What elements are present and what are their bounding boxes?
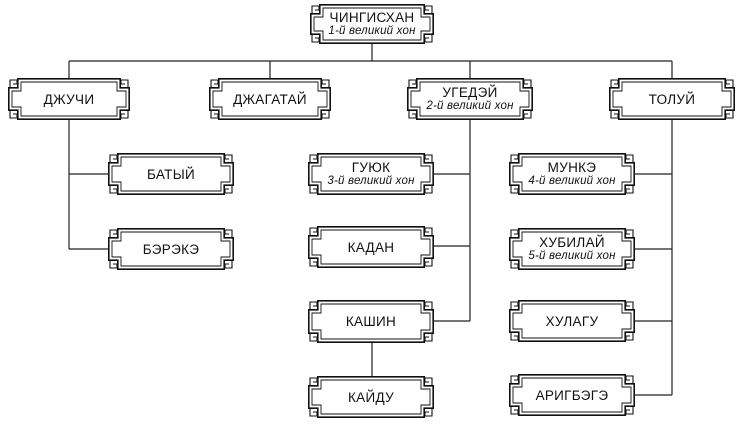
plaque-corner-ornaments — [309, 301, 433, 342]
plaque-frame — [509, 153, 635, 195]
node-name: МУНКЭ — [547, 160, 597, 175]
plaque-frame — [308, 376, 434, 418]
plaque-frame — [308, 153, 434, 195]
node-guyuk: ГУЮК 3-й великий хон — [308, 153, 434, 195]
plaque-frame — [509, 300, 635, 342]
plaque-outer-border — [308, 226, 434, 268]
plaque-outer-border — [308, 300, 434, 343]
plaque-frame — [407, 78, 533, 120]
plaque-inner-border — [410, 81, 530, 117]
node-name: КАЙДУ — [348, 389, 394, 405]
plaque-inner-border — [313, 7, 431, 41]
node-name: ХУЛАГУ — [545, 313, 599, 329]
plaque-inner-border — [11, 81, 127, 117]
plaque-frame — [108, 228, 234, 270]
plaque-frame — [108, 153, 234, 195]
plaque-outer-border — [509, 300, 635, 342]
plaque-outer-border — [509, 153, 635, 195]
node-name: КАДАН — [347, 239, 395, 255]
node-name: БЭРЭКЭ — [142, 241, 200, 257]
plaque-outer-border — [108, 228, 234, 270]
plaque-outer-border — [308, 153, 434, 195]
plaque-corner-ornaments — [510, 301, 634, 341]
node-batu: БАТЫЙ — [108, 153, 234, 195]
node-kashin: КАШИН — [308, 300, 434, 343]
plaque-corner-ornaments — [309, 154, 433, 194]
plaque-outer-border — [509, 374, 635, 416]
node-title: 2-й великий хон — [426, 100, 514, 112]
node-kaidu: КАЙДУ — [308, 376, 434, 418]
plaque-outer-border — [209, 78, 331, 120]
node-ogedei: УГЕДЭЙ 2-й великий хон — [407, 78, 533, 120]
node-name: ХУБИЛАЙ — [539, 235, 605, 250]
plaque-corner-ornaments — [9, 79, 129, 119]
node-tolui: ТОЛУЙ — [609, 78, 735, 120]
plaque-outer-border — [407, 78, 533, 120]
node-name: ГУЮК — [351, 160, 391, 175]
plaque-inner-border — [512, 231, 632, 267]
node-ariq-boke: АРИГБЭГЭ — [509, 374, 635, 416]
plaque-outer-border — [609, 78, 735, 120]
plaque-corner-ornaments — [309, 227, 433, 267]
plaque-inner-border — [311, 303, 431, 340]
plaque-corner-ornaments — [309, 377, 433, 417]
plaque-corner-ornaments — [109, 229, 233, 269]
plaque-inner-border — [612, 81, 732, 117]
plaque-inner-border — [311, 229, 431, 265]
plaque-inner-border — [111, 156, 231, 192]
plaque-inner-border — [512, 303, 632, 339]
node-title: 1-й великий хон — [328, 25, 416, 37]
plaque-inner-border — [512, 156, 632, 192]
node-chagatai: ДЖАГАТАЙ — [209, 78, 331, 120]
node-berke: БЭРЭКЭ — [108, 228, 234, 270]
node-kadan: КАДАН — [308, 226, 434, 268]
plaque-corner-ornaments — [610, 79, 734, 119]
plaque-outer-border — [108, 153, 234, 195]
plaque-corner-ornaments — [510, 229, 634, 269]
node-kublai: ХУБИЛАЙ 5-й великий хон — [509, 228, 635, 270]
node-title: 4-й великий хон — [528, 175, 616, 187]
node-name: КАШИН — [345, 314, 397, 329]
plaque-frame — [308, 226, 434, 268]
plaque-inner-border — [512, 377, 632, 413]
node-jochi: ДЖУЧИ — [8, 78, 130, 120]
plaque-frame — [509, 228, 635, 270]
node-name: ТОЛУЙ — [648, 91, 696, 107]
plaque-corner-ornaments — [109, 154, 233, 194]
plaque-corner-ornaments — [210, 79, 330, 119]
plaque-inner-border — [311, 156, 431, 192]
node-name: УГЕДЭЙ — [442, 85, 498, 100]
plaque-corner-ornaments — [408, 79, 532, 119]
plaque-corner-ornaments — [311, 5, 433, 43]
plaque-inner-border — [212, 81, 328, 117]
plaque-frame — [8, 78, 130, 120]
plaque-frame — [308, 300, 434, 343]
plaque-inner-border — [111, 231, 231, 267]
node-name: БАТЫЙ — [147, 166, 195, 182]
plaque-outer-border — [509, 228, 635, 270]
node-title: 5-й великий хон — [528, 250, 616, 262]
plaque-outer-border — [310, 4, 434, 44]
plaque-corner-ornaments — [510, 375, 634, 415]
node-chinggis-khan: ЧИНГИСХАН 1-й великий хон — [310, 4, 434, 44]
plaque-frame — [209, 78, 331, 120]
plaque-inner-border — [311, 379, 431, 415]
node-name: ДЖАГАТАЙ — [233, 91, 307, 107]
plaque-corner-ornaments — [510, 154, 634, 194]
node-title: 3-й великий хон — [327, 175, 415, 187]
plaque-frame — [609, 78, 735, 120]
plaque-frame — [509, 374, 635, 416]
node-name: ЧИНГИСХАН — [329, 10, 415, 25]
node-mongke: МУНКЭ 4-й великий хон — [509, 153, 635, 195]
node-name: ДЖУЧИ — [43, 91, 95, 107]
plaque-outer-border — [8, 78, 130, 120]
node-hulagu: ХУЛАГУ — [509, 300, 635, 342]
plaque-outer-border — [308, 376, 434, 418]
plaque-frame — [310, 4, 434, 44]
node-name: АРИГБЭГЭ — [535, 387, 609, 403]
